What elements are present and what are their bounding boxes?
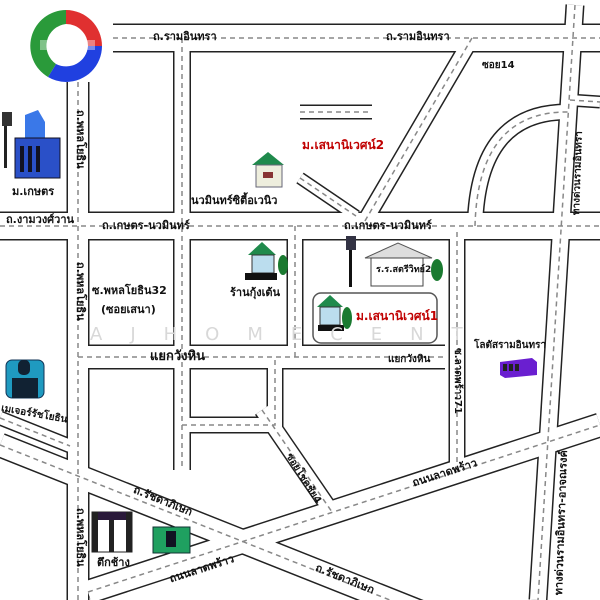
place-label-tuk-chang: ตึกช้าง [97, 556, 130, 569]
watermark: AJHOMECENT [90, 324, 491, 345]
road-label-phahon: ถ.พหลโยธิน [74, 110, 87, 169]
road-ratchada-centerline [0, 444, 392, 600]
road-label-soi14: ซอย14 [482, 60, 515, 71]
road-curve-road-centerline [474, 111, 571, 227]
road-label-wang-hin: แยกวังหิน [150, 349, 205, 364]
road-road-e-centerline [299, 177, 357, 217]
sena-niwet1-boundary [312, 292, 438, 344]
road-soi14-centerline [361, 37, 473, 227]
lotus-store-icon [500, 358, 537, 378]
sena-niwet1-house-icon [317, 295, 352, 331]
place-label-sena-niwet2: ม.เสนานิเวศน์2 [302, 138, 385, 152]
elephant-building-icon [91, 511, 133, 553]
road-label-soi-phahon32: ซ.พหลโยธิน32 [92, 284, 167, 297]
kung-ten-house-icon [245, 242, 288, 280]
road-chokchai4-centerline [261, 409, 333, 513]
place-label-lotus: โลตัสรามอินทรา [474, 340, 547, 351]
school-icon [346, 236, 443, 287]
road-label-ramintra: ถ.รามอินทรา [386, 30, 450, 43]
road-label-ladprao71: ซ.ลาดพร้าว71 [452, 348, 463, 414]
road-ladprao-fill [84, 414, 600, 600]
place-label-kasetsart: ม.เกษตร [12, 185, 55, 198]
place-label-kung-ten: ร้านกุ้งเต้น [230, 286, 281, 299]
place-label-nawamin-city: นวมินทร์ซิตี้อเวนิว [191, 194, 278, 207]
road-label-ramintra: ถ.รามอินทรา [153, 30, 217, 43]
road-expressway-centerline [537, 4, 576, 600]
road-road-c-centerline [182, 357, 276, 426]
place-label-satriwit2: ร.ร.สตรีวิทย์2 [376, 265, 432, 275]
road-label-ngamwongwan: ถ.งามวงศ์วาน [6, 213, 75, 226]
road-major-road-centerline [0, 417, 71, 447]
road-label-phahon: ถ.พหลโยธิน [74, 508, 87, 567]
nawamin-city-house-icon [252, 152, 284, 188]
road-label-kaset-nawamin: ถ.เกษตร-นวมินทร์ [344, 219, 432, 232]
logo-ring [30, 10, 102, 82]
road-label-phahon: ถ.พหลโยธิน [74, 262, 87, 321]
road-label-soi-sena: (ซอยเสนา) [101, 303, 156, 316]
road-label-kaset-nawamin: ถ.เกษตร-นวมินทร์ [102, 219, 190, 232]
kasetsart-building-icon [2, 110, 61, 179]
place-label-sena-niwet1: ม.เสนานิเวศน์1 [356, 309, 439, 323]
road-label-wang-hin: แยกวังหิน [388, 354, 431, 365]
shrine-icon [152, 526, 191, 554]
road-road-f-fill [569, 95, 600, 107]
major-cinema-icon [5, 359, 45, 399]
